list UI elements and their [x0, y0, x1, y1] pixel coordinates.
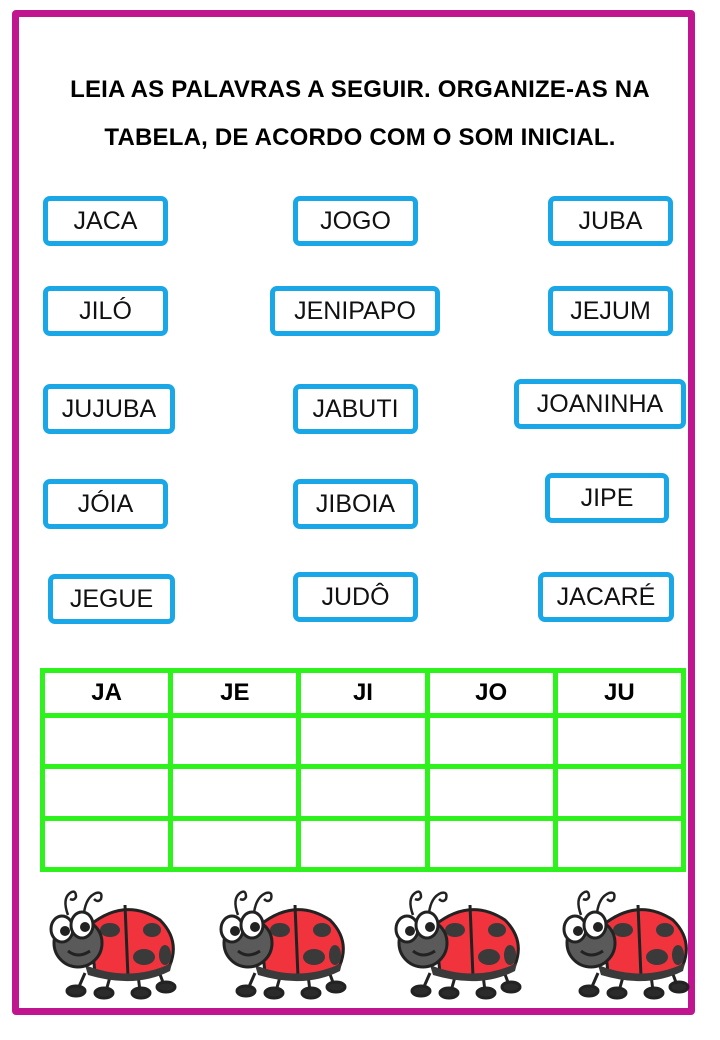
answer-cell[interactable] [424, 764, 558, 821]
answer-cell[interactable] [552, 764, 687, 821]
ladybug-icon [219, 890, 347, 1000]
ladybug-icon [49, 890, 177, 1000]
answer-cell[interactable] [39, 815, 174, 873]
word-box-joaninha[interactable]: JOANINHA [514, 379, 686, 429]
instruction-line-1: LEIA AS PALAVRAS A SEGUIR. ORGANIZE-AS N… [70, 76, 650, 103]
word-box-jegue[interactable]: JEGUE [48, 574, 175, 624]
answer-cell[interactable] [424, 815, 558, 873]
column-header-jo: JO [424, 667, 558, 719]
word-box-jacare[interactable]: JACARÉ [538, 572, 674, 622]
table-row [39, 815, 687, 873]
word-box-jilo[interactable]: JILÓ [43, 286, 168, 336]
column-header-ja: JA [39, 667, 174, 719]
word-box-judo[interactable]: JUDÔ [293, 572, 418, 622]
answer-cell[interactable] [296, 815, 430, 873]
table-header-row: JA JE JI JO JU [39, 667, 687, 719]
answer-cell[interactable] [296, 713, 430, 770]
answer-cell[interactable] [296, 764, 430, 821]
page-frame [12, 10, 695, 1015]
word-box-jaca[interactable]: JACA [43, 196, 168, 246]
ladybug-icon [562, 890, 690, 1000]
word-box-jenipapo[interactable]: JENIPAPO [270, 286, 440, 336]
answer-cell[interactable] [168, 815, 302, 873]
word-box-joia[interactable]: JÓIA [43, 479, 168, 529]
table-row [39, 764, 687, 821]
table-row [39, 713, 687, 770]
word-box-jabuti[interactable]: JABUTI [293, 384, 418, 434]
word-box-jogo[interactable]: JOGO [293, 196, 418, 246]
answer-cell[interactable] [168, 764, 302, 821]
answer-cell[interactable] [424, 713, 558, 770]
sorting-table: JA JE JI JO JU [39, 667, 687, 873]
answer-cell[interactable] [552, 713, 687, 770]
word-box-jipe[interactable]: JIPE [545, 473, 669, 523]
word-box-jiboia[interactable]: JIBOIA [293, 479, 418, 529]
word-box-jejum[interactable]: JEJUM [548, 286, 673, 336]
answer-cell[interactable] [39, 764, 174, 821]
word-box-juba[interactable]: JUBA [548, 196, 673, 246]
column-header-je: JE [168, 667, 302, 719]
answer-cell[interactable] [168, 713, 302, 770]
ladybug-icon [394, 890, 522, 1000]
column-header-ju: JU [552, 667, 687, 719]
instruction-line-2: TABELA, DE ACORDO COM O SOM INICIAL. [104, 124, 616, 151]
answer-cell[interactable] [39, 713, 174, 770]
answer-cell[interactable] [552, 815, 687, 873]
column-header-ji: JI [296, 667, 430, 719]
word-box-jujuba[interactable]: JUJUBA [43, 384, 175, 434]
